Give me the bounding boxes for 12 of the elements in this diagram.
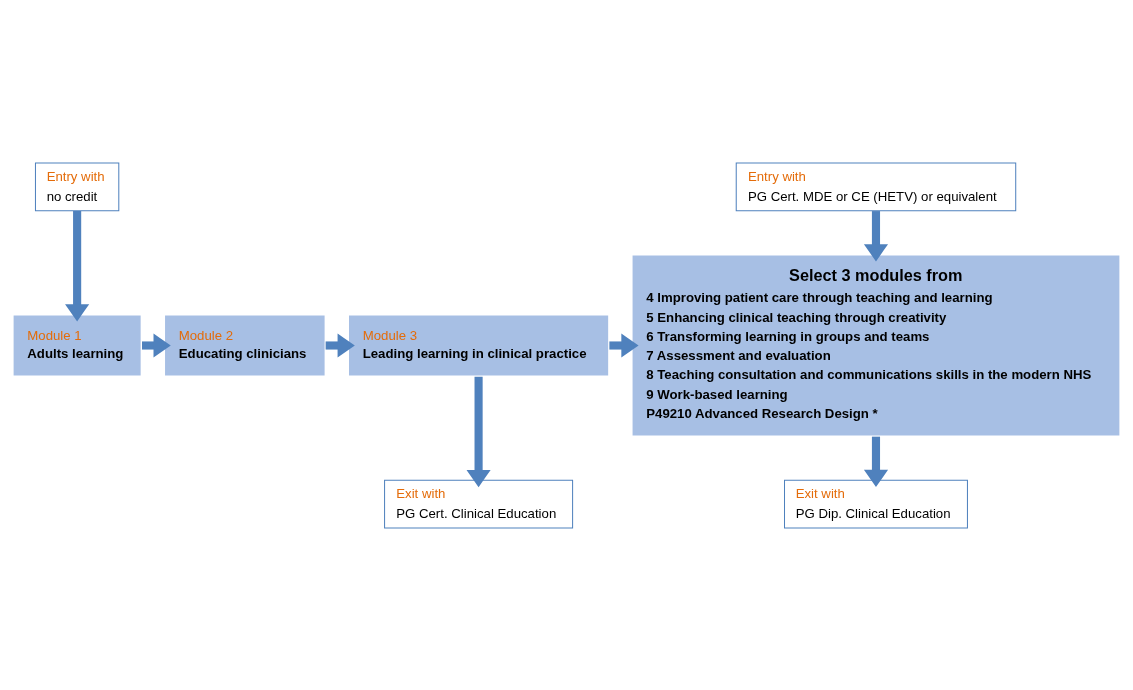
node-box: Module 2 Educating clinicians — [163, 313, 327, 377]
arrow — [65, 210, 90, 321]
arrow — [466, 376, 491, 487]
arrow — [863, 436, 889, 487]
node-box: Module 3 Leading learning in clinical practice — [346, 313, 611, 377]
node-box: Module 1 Adults learning — [11, 313, 143, 377]
node-box: Entry with PG Cert. MDE or CE (HETV) or equivalent — [735, 162, 1017, 211]
node-box: Entry with no credit — [34, 162, 120, 211]
arrow — [863, 210, 889, 261]
node-box: Exit with PG Cert. Clinical Education — [384, 479, 574, 528]
node-box: Select 3 modules from 4 Improving patient care through teaching and learning 5 Enhancing clinical teaching through creativity 6 Transforming learning in groups and teams 7 Assessment and evaluation 8 Teaching consultation and communications skills in the modern NHS 9 Work-based learning P49210 Advanced Research Design * — [630, 253, 1122, 437]
node-box: Exit with PG Dip. Clinical Education — [784, 479, 968, 528]
